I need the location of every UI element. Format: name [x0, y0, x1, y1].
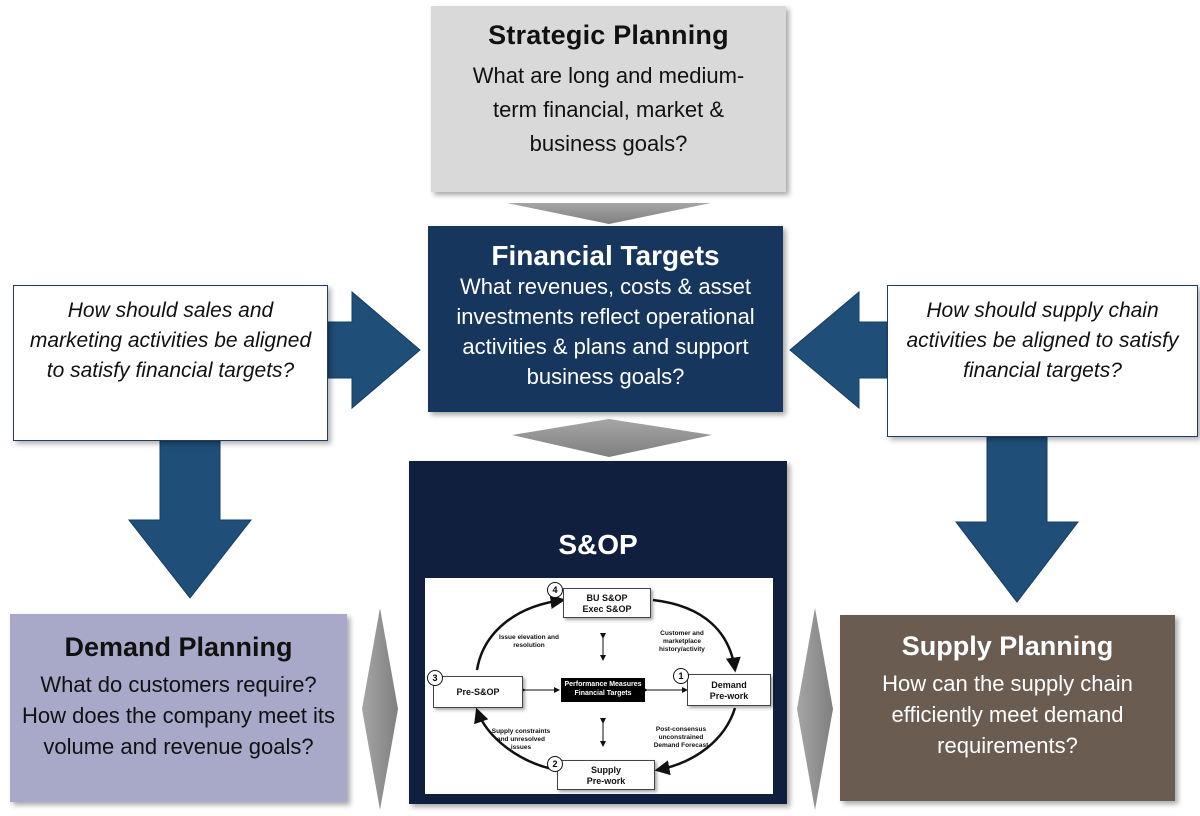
center-line1: Performance Measures: [564, 681, 642, 688]
demand-prework-line2: Pre-work: [709, 691, 749, 701]
cycle-arc-exec-to-demand: [652, 598, 741, 673]
strategic-planning-question: What are long and medium-term financial,…: [472, 63, 745, 156]
supply-planning-title: Supply Planning: [901, 631, 1114, 661]
cycle-arc-supply-to-presop: [474, 707, 558, 772]
sales-to-demand-arrow: [127, 440, 253, 599]
financial-targets-box: Financial Targets What revenues, costs &…: [428, 226, 783, 412]
demand-planning-question: What do customers require? How does the …: [21, 672, 336, 759]
sop-cycle-diagram: BU S&OP Exec S&OP 4 Demand Pre-work 1 Su…: [425, 578, 773, 794]
demand-prework-node: Demand Pre-work: [687, 674, 771, 706]
supply-prework-number: 2: [547, 756, 563, 772]
financial-targets-title: Financial Targets: [491, 240, 720, 271]
supply-chain-question-box: How should supply chain activities be al…: [887, 285, 1198, 437]
demand-prework-number: 1: [673, 668, 689, 684]
sales-marketing-question-box: How should sales and marketing activitie…: [13, 285, 328, 441]
cycle-ring: [474, 594, 741, 776]
supplychain-to-supply-arrow: [954, 436, 1080, 603]
demand-planning-box: Demand Planning What do customers requir…: [10, 614, 347, 802]
sop-supply-diamond-arrow: [797, 608, 833, 810]
pre-sop-number: 3: [427, 670, 443, 686]
supply-chain-question: How should supply chain activities be al…: [906, 299, 1179, 382]
supply-constraints-label: Supply constraints and unresolved issues: [491, 728, 551, 751]
pre-sop-node: Pre-S&OP: [433, 676, 523, 708]
financial-sop-double-arrow: [512, 419, 712, 457]
financial-targets-question: What revenues, costs & asset investments…: [456, 274, 755, 389]
demand-planning-title: Demand Planning: [64, 632, 293, 662]
sales-to-financial-arrow: [327, 290, 421, 410]
exec-sop-line2: Exec S&OP: [582, 604, 632, 614]
supply-prework-line1: Supply: [590, 765, 621, 775]
cycle-arc-presop-to-exec: [475, 594, 566, 671]
supply-prework-line2: Pre-work: [586, 776, 626, 786]
pre-sop-line1: Pre-S&OP: [456, 687, 500, 697]
exec-sop-number: 4: [547, 582, 563, 598]
exec-sop-line1: BU S&OP: [586, 593, 628, 603]
demand-sop-diamond-arrow: [362, 608, 398, 810]
sop-title: S&OP: [558, 529, 638, 560]
supply-planning-question: How can the supply chain efficiently mee…: [882, 671, 1133, 758]
strategic-to-financial-arrow: [507, 203, 711, 224]
strategic-planning-box: Strategic Planning What are long and med…: [431, 6, 786, 192]
supply-prework-node: Supply Pre-work: [557, 760, 655, 790]
sales-marketing-question: How should sales and marketing activitie…: [29, 299, 312, 382]
center-line2: Financial Targets: [574, 690, 632, 697]
strategic-planning-title: Strategic Planning: [488, 20, 729, 50]
customer-marketplace-label: Customer and marketplace history/activit…: [659, 630, 705, 653]
demand-prework-line1: Demand: [711, 680, 747, 690]
cycle-arc-demand-to-supply: [654, 707, 737, 776]
exec-sop-node: BU S&OP Exec S&OP: [563, 588, 651, 618]
supply-planning-box: Supply Planning How can the supply chain…: [840, 615, 1175, 801]
post-consensus-label: Post-consensus unconstrained Demand Fore…: [653, 726, 709, 749]
issue-elevation-label: Issue elevation and resolution: [499, 634, 559, 649]
performance-measures-node: Performance Measures Financial Targets: [561, 678, 645, 702]
supplychain-to-financial-arrow: [789, 290, 888, 410]
